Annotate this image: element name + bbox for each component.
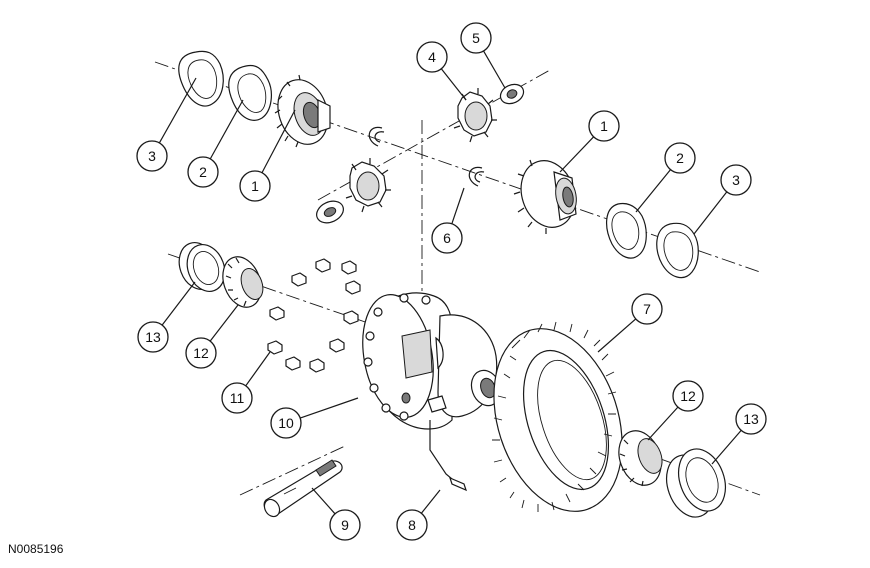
callout-number: 4	[428, 49, 436, 65]
callout-number: 5	[472, 30, 480, 46]
callout-circle	[239, 170, 271, 202]
callout-circle	[460, 22, 492, 54]
callout-number: 2	[676, 150, 684, 166]
callout-circle	[664, 142, 696, 174]
callout-leader	[261, 109, 296, 174]
callout-leader	[483, 50, 506, 89]
bearing-right	[618, 430, 663, 487]
callout-circle	[735, 403, 767, 435]
callout-number: 11	[230, 390, 245, 406]
bearing-cup-right	[666, 448, 726, 518]
callout-circle	[270, 407, 302, 439]
callout-number: 3	[732, 172, 740, 188]
callout-leader	[209, 99, 244, 160]
retaining-clip-lower	[468, 166, 485, 187]
callout-leader	[451, 187, 465, 224]
pinion-gear-lower	[345, 158, 391, 213]
callout-number: 6	[443, 230, 451, 246]
side-gear-left	[274, 74, 331, 148]
callout-circle	[185, 337, 217, 369]
pinion-shaft	[263, 459, 343, 518]
callout-leader	[440, 68, 467, 101]
callout-circle	[431, 222, 463, 254]
callout-number: 10	[278, 415, 294, 431]
callout-number: 1	[251, 178, 259, 194]
callout-circle	[136, 140, 168, 172]
callout-circle	[396, 509, 428, 541]
bearing-cup-left	[178, 242, 226, 292]
callout-leader	[711, 429, 742, 465]
callout-circle	[720, 164, 752, 196]
lock-bolt	[429, 420, 467, 492]
callout-leader	[635, 169, 671, 213]
callout-number: 1	[600, 118, 608, 134]
callout-leader	[161, 281, 196, 326]
callout-circle	[416, 41, 448, 73]
thrust-washer-left	[178, 50, 224, 107]
callout-number: 2	[199, 164, 207, 180]
callout-circle	[588, 110, 620, 142]
callout-leader	[597, 318, 637, 353]
callout-circle	[187, 156, 219, 188]
callout-circle	[221, 382, 253, 414]
callout-circle	[631, 293, 663, 325]
callout-circle	[672, 380, 704, 412]
callout-number: 13	[145, 329, 161, 345]
bearing-left	[222, 256, 264, 308]
ring-gear-bolts	[267, 258, 361, 373]
callout-number: 12	[193, 345, 209, 361]
figure-id-label: N0085196	[8, 542, 64, 556]
shim-left	[228, 64, 272, 121]
callout-leader	[299, 397, 359, 419]
callout-number: 7	[643, 301, 651, 317]
callout-circle	[137, 321, 169, 353]
differential-case	[362, 292, 502, 430]
callout-number: 13	[743, 411, 759, 427]
callout-leader	[420, 489, 441, 514]
callout-number: 8	[408, 517, 416, 533]
callout-circle	[329, 509, 361, 541]
callout-leader	[245, 351, 271, 387]
pinion-washer-upper	[499, 83, 525, 105]
callout-leader	[209, 304, 239, 342]
callout-leader	[559, 136, 595, 173]
callout-leader	[311, 487, 336, 515]
pinion-gear-upper	[453, 88, 497, 143]
callout-number: 9	[341, 517, 349, 533]
callout-number: 12	[680, 388, 696, 404]
pinion-washer-lower	[316, 200, 344, 224]
callout-leader	[158, 77, 197, 144]
side-gear-right	[513, 159, 577, 234]
thrust-washer-right	[656, 222, 699, 279]
callout-leader	[647, 406, 679, 441]
retaining-clip-upper	[368, 126, 385, 147]
callout-leader	[693, 191, 728, 235]
shim-right	[606, 202, 647, 259]
callout-number: 3	[148, 148, 156, 164]
ring-gear	[492, 321, 623, 512]
